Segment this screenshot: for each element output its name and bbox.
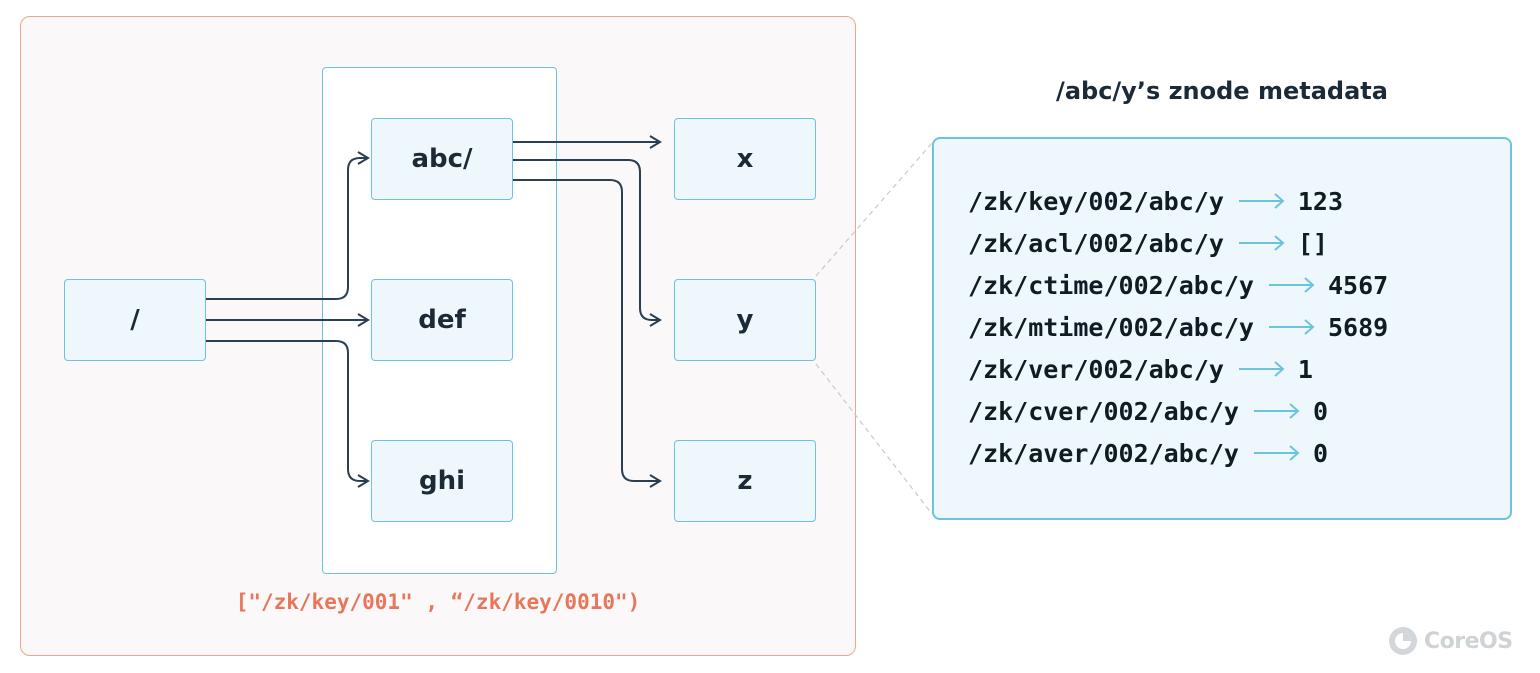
maps-to-arrow-icon xyxy=(1268,277,1315,293)
node-abc-label: abc/ xyxy=(411,144,473,174)
coreos-logo-icon xyxy=(1389,627,1417,655)
metadata-row: /zk/mtime/002/abc/y 5689 xyxy=(968,312,1388,342)
maps-to-arrow-icon xyxy=(1268,319,1315,335)
metadata-value: 123 xyxy=(1297,186,1344,216)
node-z-label: z xyxy=(737,466,753,496)
node-y: y xyxy=(674,279,816,361)
metadata-value: 1 xyxy=(1297,354,1313,384)
metadata-key: /zk/ctime/002/abc/y xyxy=(968,270,1254,300)
maps-to-arrow-icon xyxy=(1238,235,1285,251)
node-y-label: y xyxy=(736,305,754,335)
maps-to-arrow-icon xyxy=(1238,361,1285,377)
node-root-label: / xyxy=(130,305,140,335)
metadata-row: /zk/ver/002/abc/y 1 xyxy=(968,354,1313,384)
coreos-logo-text: CoreOS xyxy=(1424,628,1513,654)
metadata-value: 4567 xyxy=(1327,270,1389,300)
maps-to-arrow-icon xyxy=(1253,403,1300,419)
metadata-key: /zk/cver/002/abc/y xyxy=(968,396,1239,426)
node-z: z xyxy=(674,440,816,522)
metadata-row: /zk/cver/002/abc/y 0 xyxy=(968,396,1328,426)
metadata-title: /abc/y’s znode metadata xyxy=(1056,77,1388,105)
node-abc: abc/ xyxy=(371,118,513,200)
metadata-key: /zk/aver/002/abc/y xyxy=(968,438,1239,468)
metadata-row: /zk/aver/002/abc/y 0 xyxy=(968,438,1328,468)
metadata-key: /zk/ver/002/abc/y xyxy=(968,354,1224,384)
node-def: def xyxy=(371,279,513,361)
node-ghi: ghi xyxy=(371,440,513,522)
metadata-value: [] xyxy=(1297,228,1328,258)
maps-to-arrow-icon xyxy=(1238,193,1285,209)
metadata-value: 5689 xyxy=(1327,312,1389,342)
metadata-row: /zk/key/002/abc/y 123 xyxy=(968,186,1343,216)
metadata-value: 0 xyxy=(1312,438,1328,468)
metadata-key: /zk/mtime/002/abc/y xyxy=(968,312,1254,342)
metadata-value: 0 xyxy=(1312,396,1328,426)
node-def-label: def xyxy=(418,305,466,335)
metadata-panel xyxy=(932,137,1512,520)
coreos-logo: CoreOS xyxy=(1388,626,1513,656)
node-x: x xyxy=(674,118,816,200)
metadata-key: /zk/key/002/abc/y xyxy=(968,186,1224,216)
maps-to-arrow-icon xyxy=(1253,445,1300,461)
metadata-key: /zk/acl/002/abc/y xyxy=(968,228,1224,258)
node-ghi-label: ghi xyxy=(418,466,466,496)
metadata-row: /zk/ctime/002/abc/y 4567 xyxy=(968,270,1388,300)
node-x-label: x xyxy=(736,144,754,174)
key-range-label: ["/zk/key/001" , “/zk/key/0010") xyxy=(235,590,641,614)
node-root: / xyxy=(64,279,206,361)
metadata-row: /zk/acl/002/abc/y [] xyxy=(968,228,1328,258)
